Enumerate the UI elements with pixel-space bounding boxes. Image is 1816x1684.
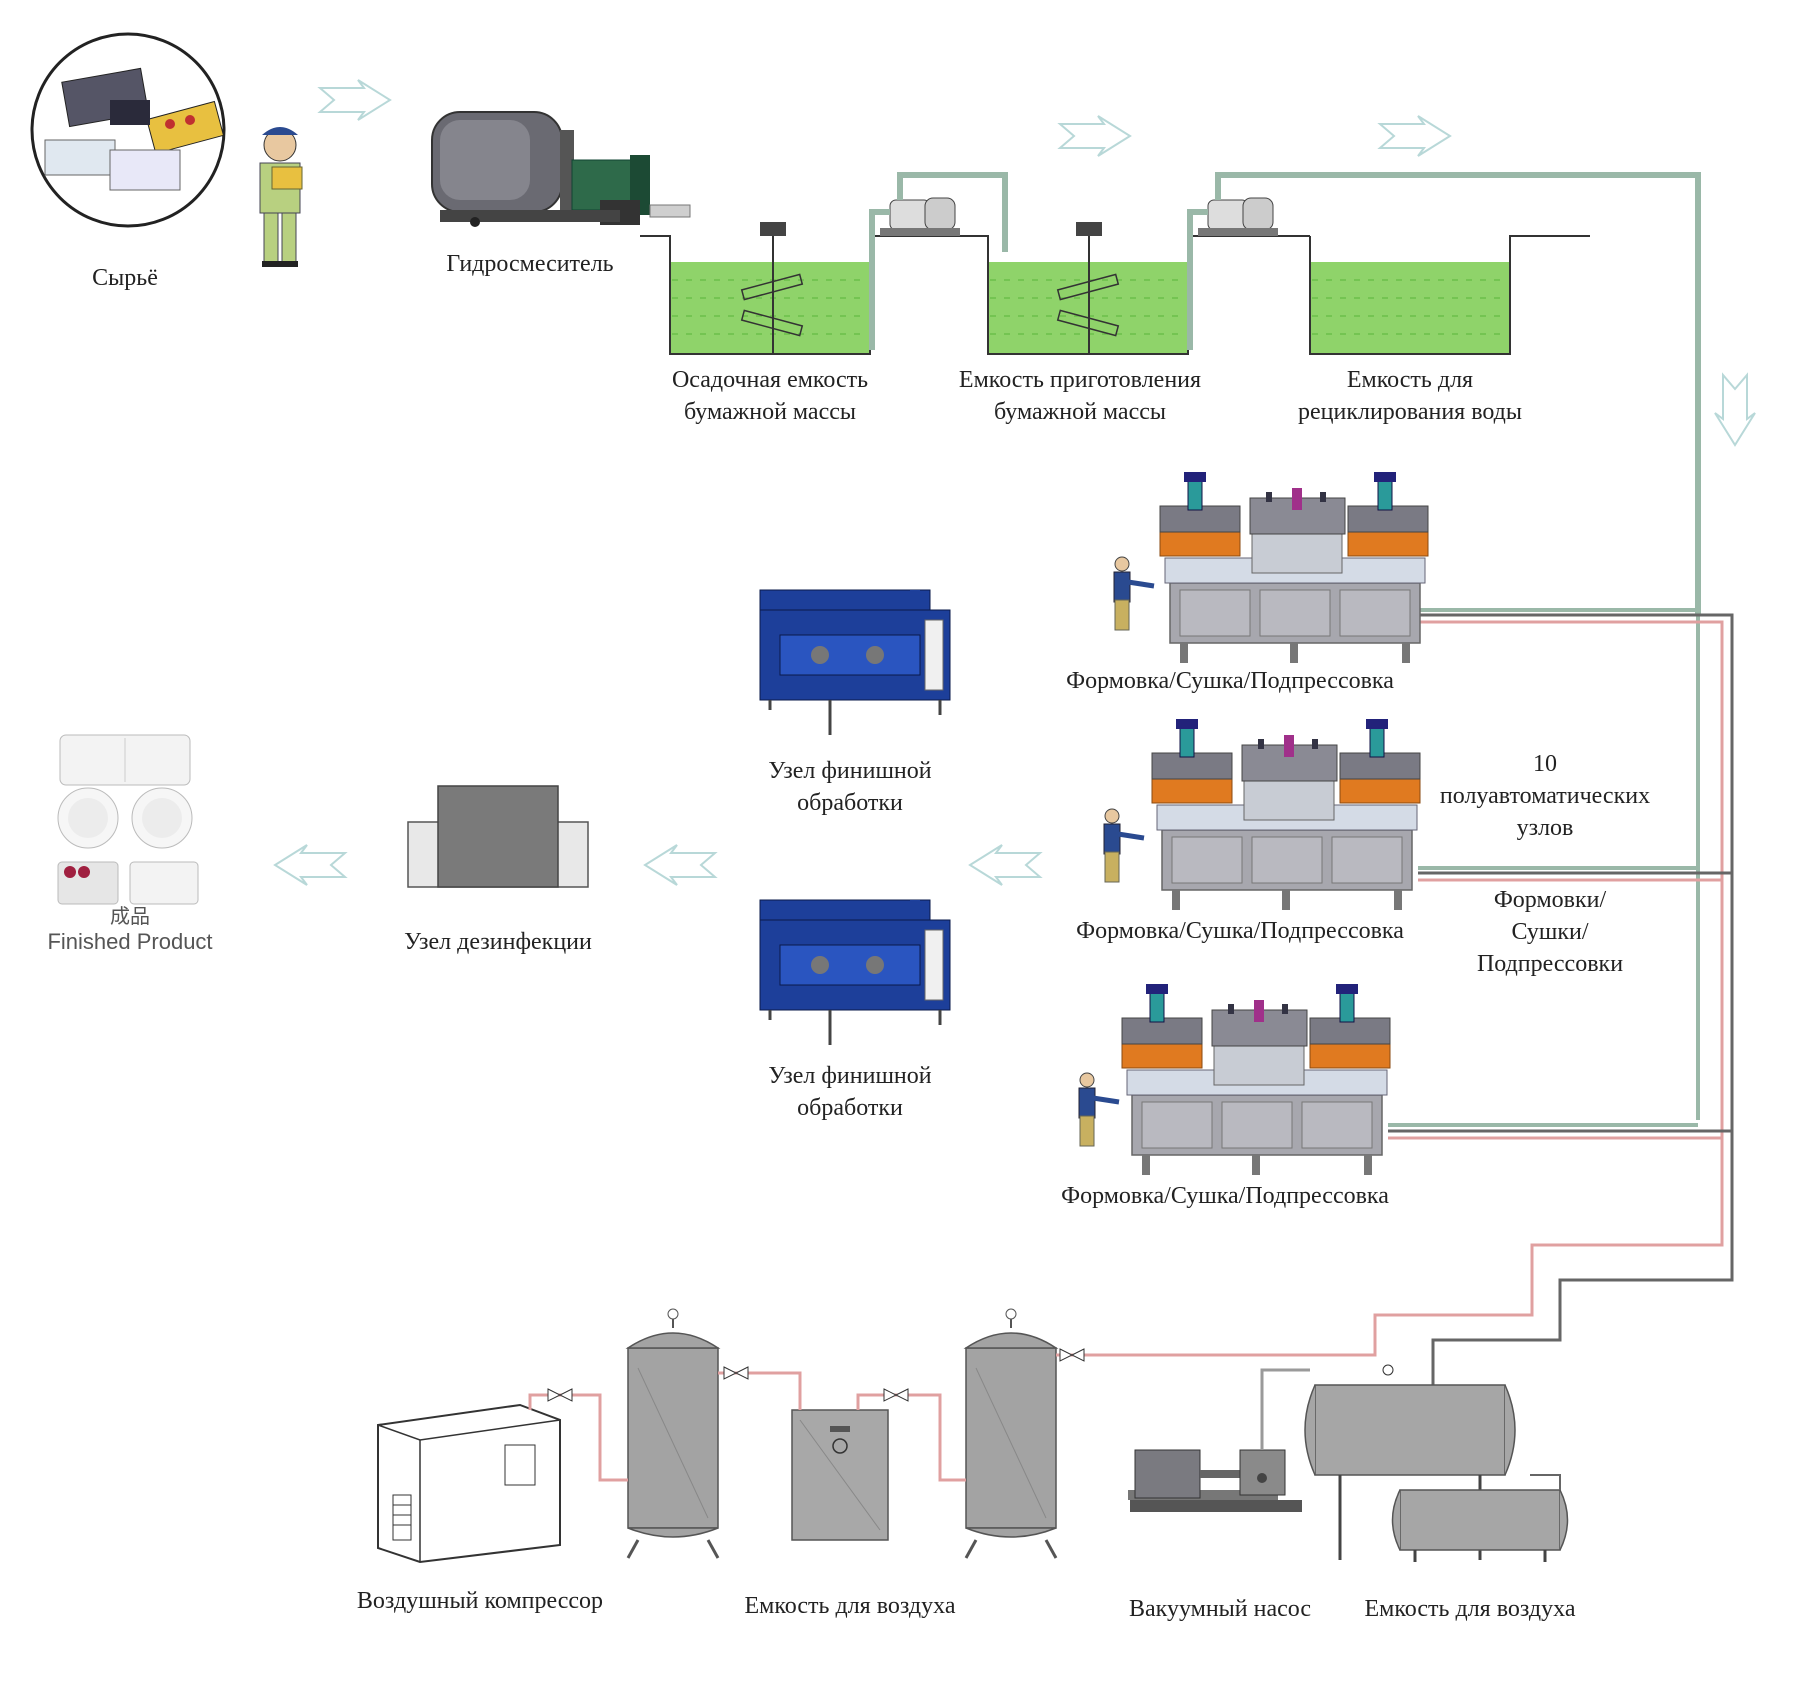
disinfection-label: Узел дезинфекции xyxy=(404,929,592,955)
semi-auto-units-label-line-3: узлов xyxy=(1516,815,1574,841)
prep-tank-label-line-2: бумажной массы xyxy=(993,399,1167,425)
air-tank-2 xyxy=(964,1307,1058,1560)
finished-product-en-label: Finished Product xyxy=(47,929,213,954)
air-tank-1-label: Емкость для воздуха xyxy=(744,1593,956,1619)
recycle-tank-label-line-1: Емкость для xyxy=(1346,367,1474,393)
air-dryer xyxy=(791,1409,889,1541)
settling-tank-label-line-2: бумажной массы xyxy=(683,399,857,425)
finishing-machine-2 xyxy=(758,898,952,1047)
raw-material-illustration xyxy=(30,32,226,228)
hydro-mixer-illustration xyxy=(431,111,691,227)
prep-tank-label: Емкость приготовления бумажной массы xyxy=(940,364,1220,428)
forming-1-label: Формовка/Сушка/Подпрессовка xyxy=(1066,668,1394,694)
finishing-2-label-line-2: обработки xyxy=(797,1095,903,1121)
settling-tank-label-line-1: Осадочная емкость xyxy=(671,367,869,393)
pulp-prep-tank xyxy=(960,222,1310,355)
operator-3 xyxy=(1079,1073,1119,1146)
forming-group-label-line-3: Подпрессовки xyxy=(1476,951,1624,977)
flow-arrow-icon xyxy=(319,79,391,121)
vacuum-tank-lower xyxy=(1391,1474,1569,1562)
semi-auto-units-label-line-1: 10 xyxy=(1533,751,1557,777)
air-compressor-label: Воздушный компрессор xyxy=(356,1588,604,1614)
air-compressor xyxy=(377,1403,561,1564)
worker-illustration xyxy=(259,127,303,267)
vacuum-pump xyxy=(1128,1368,1310,1512)
finished-product-illustration xyxy=(57,734,199,905)
flow-arrow-left-icon xyxy=(644,844,716,886)
operator-2 xyxy=(1104,809,1144,882)
forming-machine-2 xyxy=(1151,718,1421,911)
flow-arrow-left-icon xyxy=(274,844,346,886)
vacuum-tank-upper xyxy=(1304,1364,1516,1560)
vacuum-pump-label: Вакуумный насос xyxy=(1128,1596,1312,1622)
recycle-tank-label-line-2: рециклирования воды xyxy=(1297,399,1523,425)
flow-arrow-icon xyxy=(1379,115,1451,157)
semi-auto-units-label: 10 полуавтоматических узлов xyxy=(1400,748,1690,844)
finishing-1-label: Узел финишной обработки xyxy=(730,755,970,819)
pulp-pump-1 xyxy=(869,172,1008,350)
forming-group-label-line-2: Сушки/ xyxy=(1511,919,1589,945)
settling-tank xyxy=(640,222,960,355)
forming-group-label: Формовки/ Сушки/ Подпрессовки xyxy=(1440,884,1660,980)
semi-auto-units-label-line-2: полуавтоматических xyxy=(1439,783,1651,809)
raw-material-label: Сырьё xyxy=(92,265,158,291)
finishing-1-label-line-1: Узел финишной xyxy=(768,758,932,784)
forming-machine-1 xyxy=(1159,471,1429,664)
air-tank-2-label: Емкость для воздуха xyxy=(1364,1596,1576,1622)
air-manifold xyxy=(1080,620,1724,1357)
valve-icons xyxy=(547,1348,1085,1402)
prep-tank-label-line-1: Емкость приготовления xyxy=(958,367,1202,393)
forming-group-label-line-1: Формовки/ xyxy=(1493,887,1607,913)
forming-machine-3 xyxy=(1121,983,1391,1176)
flow-arrow-icon xyxy=(1059,115,1131,157)
forming-2-label: Формовка/Сушка/Подпрессовка xyxy=(1076,918,1404,944)
disinfection-unit xyxy=(407,785,589,888)
recycle-tank-label: Емкость для рециклирования воды xyxy=(1280,364,1540,428)
finished-product-cn-label: 成品 xyxy=(110,904,150,928)
finishing-2-label-line-1: Узел финишной xyxy=(768,1063,932,1089)
finishing-2-label: Узел финишной обработки xyxy=(730,1060,970,1124)
air-tank-1 xyxy=(626,1307,720,1560)
pulp-manifold xyxy=(1388,175,1700,1127)
finishing-machine-1 xyxy=(758,588,952,737)
finishing-1-label-line-2: обработки xyxy=(797,790,903,816)
settling-tank-label: Осадочная емкость бумажной массы xyxy=(640,364,900,428)
hydro-mixer-label: Гидросмеситель xyxy=(446,251,614,277)
operator-1 xyxy=(1114,557,1154,630)
vacuum-manifold xyxy=(1388,613,1734,1390)
forming-3-label: Формовка/Сушка/Подпрессовка xyxy=(1061,1183,1389,1209)
flow-arrow-down-icon xyxy=(1714,374,1756,446)
water-recycle-tank xyxy=(1309,235,1590,355)
flow-arrow-left-icon xyxy=(969,844,1041,886)
